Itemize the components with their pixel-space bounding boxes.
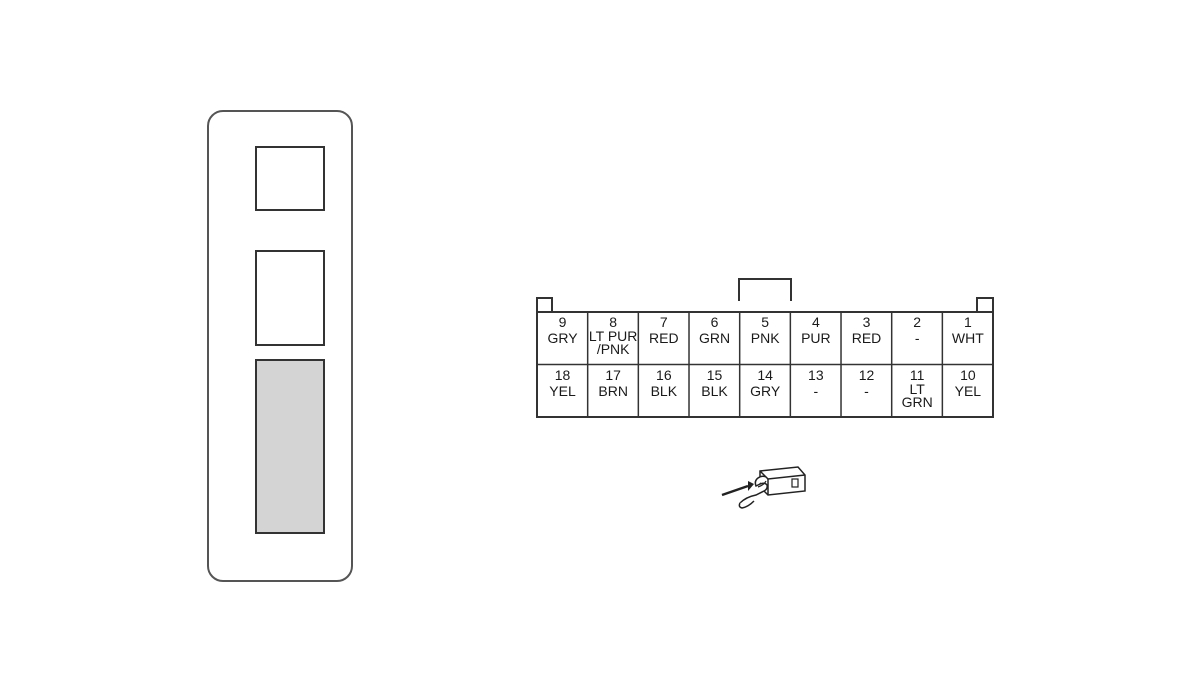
pin-number: 2 xyxy=(913,314,922,330)
pin-number: 9 xyxy=(558,314,567,330)
wire-color: - xyxy=(864,382,869,399)
wire-color: PUR xyxy=(801,330,831,346)
wire-color: GRY xyxy=(547,330,578,346)
pin-number: 10 xyxy=(960,366,976,383)
wire-color: GRY xyxy=(750,382,781,399)
connector-outline xyxy=(536,278,994,418)
pin-cell-2: 2- xyxy=(892,312,943,363)
wire-color: PNK xyxy=(750,330,780,346)
wire-color: WHT xyxy=(951,330,984,346)
wire-color: RED xyxy=(851,330,882,346)
pin-number: 5 xyxy=(761,314,770,330)
switch-slot-middle xyxy=(255,250,325,346)
wire-color: BRN xyxy=(598,382,628,399)
wire-color: BLK xyxy=(701,382,728,399)
pin-number: 13 xyxy=(808,366,824,383)
wire-color: - xyxy=(914,330,920,346)
wire-color: LT GRN xyxy=(901,380,933,410)
pin-number: 7 xyxy=(659,314,668,330)
wire-color: BLK xyxy=(650,382,678,399)
wire-color: GRN xyxy=(698,330,731,346)
pin-number: 3 xyxy=(862,314,871,330)
wire-color: LT PUR /PNK xyxy=(588,328,638,357)
pin-number: 1 xyxy=(963,314,972,330)
pin-cell-13: 13- xyxy=(790,365,841,416)
pin-number: 6 xyxy=(710,314,719,330)
pin-number: 11 xyxy=(909,366,925,383)
pin-number: 12 xyxy=(858,366,875,383)
pin-number: 15 xyxy=(706,366,723,383)
pin-number: 8 xyxy=(609,314,618,330)
terminal-side-view-finger-icon xyxy=(718,461,810,511)
pin-number: 4 xyxy=(811,314,820,330)
switch-slot-top xyxy=(255,146,325,211)
wire-color: - xyxy=(813,382,819,399)
pin-number: 18 xyxy=(554,366,571,383)
pin-number: 16 xyxy=(656,366,672,383)
pin-cell-12: 12- xyxy=(841,365,892,416)
wire-color: YEL xyxy=(954,382,982,399)
wire-color: YEL xyxy=(549,382,576,399)
wire-color: RED xyxy=(649,330,679,346)
pin-number: 17 xyxy=(605,366,621,383)
pin-number: 14 xyxy=(757,366,773,383)
switch-slot-bottom-shaded xyxy=(255,359,325,534)
